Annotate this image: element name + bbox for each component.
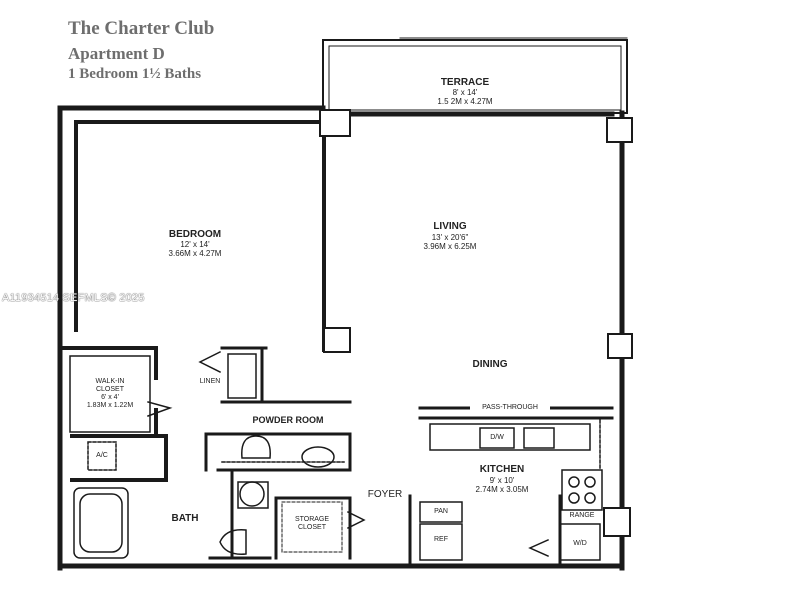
walk-in-closet-outline	[69, 355, 151, 433]
terrace-dim-m: 1.5 2M x 4.27M	[437, 97, 493, 106]
living-dim-m: 3.96M x 6.25M	[423, 242, 477, 251]
bathtub	[73, 487, 129, 559]
bedroom-dim-ft: 12' x 14'	[180, 240, 210, 249]
storage-closet	[274, 496, 352, 560]
dining-label: DINING	[472, 359, 508, 370]
walk-in-label-2: CLOSET	[95, 386, 124, 393]
bedroom-dim-m: 3.66M x 4.27M	[168, 249, 222, 258]
pass-through-label: PASS-THROUGH	[470, 404, 550, 412]
kitchen-dim-m: 2.74M x 3.05M	[475, 485, 529, 494]
powder-sink	[301, 446, 335, 468]
pantry-label: PAN	[434, 508, 448, 515]
bath-label: BATH	[171, 513, 199, 524]
kitchen-dim-ft: 9' x 10'	[489, 476, 515, 485]
bedroom-living-wall	[74, 110, 326, 352]
powder-room-label: POWDER ROOM	[252, 415, 324, 425]
walk-in-dim-m: 1.83M x 1.22M	[86, 402, 134, 409]
walk-in-label-1: WALK-IN	[95, 378, 125, 385]
range-label: RANGE	[569, 512, 595, 519]
linen-closet	[220, 346, 352, 404]
door-swings	[147, 350, 549, 557]
bath-fixtures	[208, 468, 272, 560]
kitchen-fixtures	[419, 419, 603, 561]
bedroom-label: BEDROOM	[168, 229, 222, 240]
refrigerator-label: REF	[434, 536, 448, 543]
walk-in-dim-ft: 6' x 4'	[101, 394, 119, 401]
living-label: LIVING	[433, 221, 467, 232]
linen-label: LINEN	[199, 378, 221, 385]
terrace-dim-ft: 8' x 14'	[452, 88, 478, 97]
powder-room	[204, 432, 352, 472]
unit-layout: 1 Bedroom 1½ Baths	[68, 66, 202, 82]
kitchen-label: KITCHEN	[479, 464, 525, 475]
toilet	[241, 435, 271, 459]
mls-watermark: A11934514 SEFMLS© 2025	[2, 292, 145, 304]
washer-dryer-label: W/D	[573, 540, 587, 547]
storage-label-2: CLOSET	[297, 524, 326, 531]
ac-unit	[87, 441, 117, 471]
ac-label: A/C	[96, 452, 108, 459]
storage-label-1: STORAGE	[294, 516, 330, 523]
living-dim-ft: 13' x 20'6"	[431, 233, 469, 242]
terrace-label: TERRACE	[440, 77, 490, 88]
building-name: The Charter Club	[68, 18, 215, 39]
foyer-label: FOYER	[367, 489, 403, 500]
unit-name: Apartment D	[68, 44, 165, 63]
columns	[319, 109, 633, 537]
closet-bath-walls	[58, 346, 168, 482]
dishwasher-label: D/W	[490, 434, 504, 441]
